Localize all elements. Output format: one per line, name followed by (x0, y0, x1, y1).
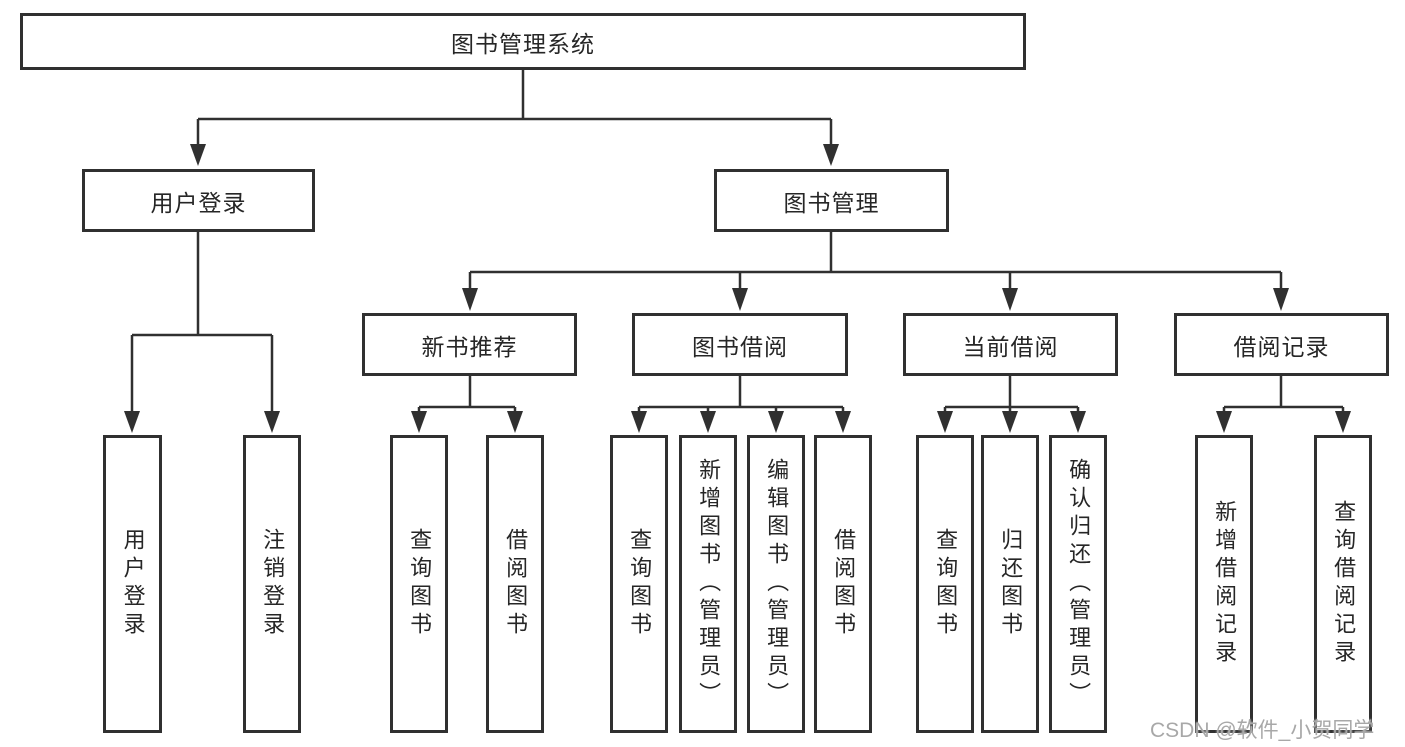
leaf-query-borrow-record: 查询借阅记录 (1314, 435, 1372, 733)
node-user-login: 用户登录 (82, 169, 315, 232)
leaf-user-login-label: 用户登录 (120, 528, 146, 640)
leaf-logout-label: 注销登录 (260, 528, 286, 640)
leaf-confirm-return-admin: 确认归还（管理员） (1049, 435, 1107, 733)
leaf-query-books-current: 查询图书 (916, 435, 974, 733)
node-new-book-recommend: 新书推荐 (362, 313, 577, 376)
node-book-borrow-label: 图书借阅 (692, 333, 788, 360)
leaf-add-books-admin: 新增图书（管理员） (679, 435, 737, 733)
leaf-return-books-label: 归还图书 (998, 528, 1024, 640)
node-book-borrow: 图书借阅 (632, 313, 848, 376)
leaf-query-books-current-label: 查询图书 (933, 528, 959, 640)
arrowheads (124, 144, 1351, 433)
leaf-query-books-borrow: 查询图书 (610, 435, 668, 733)
leaf-add-books-admin-label: 新增图书（管理员） (696, 458, 722, 710)
leaf-edit-books-admin: 编辑图书（管理员） (747, 435, 805, 733)
leaf-user-login: 用户登录 (103, 435, 162, 733)
leaf-query-books-recommend-label: 查询图书 (407, 528, 433, 640)
leaf-query-borrow-record-label: 查询借阅记录 (1331, 500, 1357, 668)
leaf-return-books: 归还图书 (981, 435, 1039, 733)
node-book-management: 图书管理 (714, 169, 949, 232)
csdn-watermark: CSDN @软件_小贺同学 (1150, 719, 1375, 742)
node-new-book-recommend-label: 新书推荐 (421, 333, 518, 360)
leaf-query-books-borrow-label: 查询图书 (627, 528, 653, 640)
leaf-borrow-books-recommend-label: 借阅图书 (503, 528, 529, 640)
leaf-borrow-books-label: 借阅图书 (831, 528, 857, 640)
node-borrow-records: 借阅记录 (1174, 313, 1389, 376)
leaf-confirm-return-admin-label: 确认归还（管理员） (1066, 458, 1092, 710)
node-root-system: 图书管理系统 (20, 13, 1026, 70)
leaf-query-books-recommend: 查询图书 (390, 435, 448, 733)
leaf-edit-books-admin-label: 编辑图书（管理员） (764, 458, 790, 710)
node-current-borrow: 当前借阅 (903, 313, 1118, 376)
leaf-borrow-books: 借阅图书 (814, 435, 872, 733)
node-book-management-label: 图书管理 (783, 189, 880, 216)
leaf-add-borrow-record: 新增借阅记录 (1195, 435, 1253, 733)
node-current-borrow-label: 当前借阅 (962, 333, 1059, 360)
leaf-add-borrow-record-label: 新增借阅记录 (1212, 500, 1238, 668)
node-user-login-label: 用户登录 (150, 189, 247, 216)
leaf-logout: 注销登录 (243, 435, 301, 733)
node-root-label: 图书管理系统 (451, 30, 595, 57)
node-borrow-records-label: 借阅记录 (1233, 333, 1330, 360)
leaf-borrow-books-recommend: 借阅图书 (486, 435, 544, 733)
